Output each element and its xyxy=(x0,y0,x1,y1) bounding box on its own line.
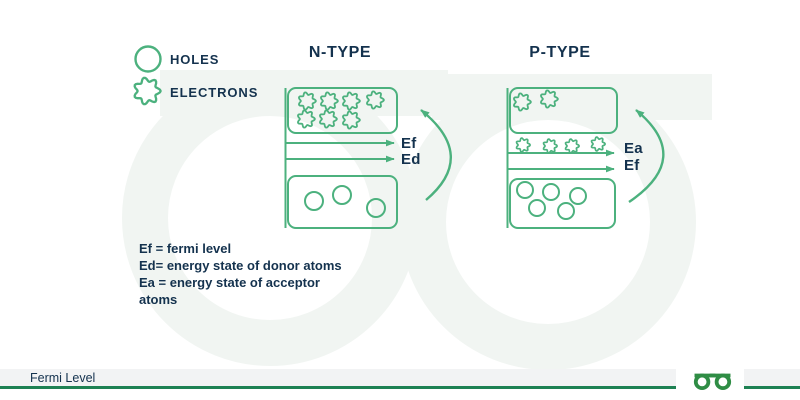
electron-icon xyxy=(342,91,361,111)
hole-icon xyxy=(569,187,587,205)
n-type-ef-label: Ef xyxy=(401,135,417,152)
n-type-diagram xyxy=(284,87,452,229)
hole-icon xyxy=(366,198,386,218)
p-type-title: P-TYPE xyxy=(529,44,591,61)
electron-icon xyxy=(297,109,316,129)
footer-logo-gap xyxy=(676,361,744,395)
p-type-ea-label: Ea xyxy=(624,140,643,157)
valence-band-box xyxy=(287,175,398,229)
footer-accent-line xyxy=(0,386,800,389)
fermi-shift-arrow xyxy=(628,109,665,203)
footer-band xyxy=(0,369,800,386)
n-type-ed-label: Ed xyxy=(401,151,421,168)
electron-icon xyxy=(366,90,385,110)
electron-icon xyxy=(564,138,581,154)
hole-icon xyxy=(304,191,324,211)
notes-block: Ef = fermi level Ed= energy state of don… xyxy=(139,240,347,308)
hole-icon xyxy=(516,181,534,199)
note-ea: Ea = energy state of acceptor atoms xyxy=(139,275,320,307)
hole-icon xyxy=(528,199,546,217)
electron-icon xyxy=(513,92,532,112)
electron-icon xyxy=(342,110,361,130)
geeksforgeeks-logo-icon xyxy=(693,373,732,391)
electron-icon xyxy=(542,138,559,154)
p-type-diagram xyxy=(506,87,665,229)
fermi-shift-arrow xyxy=(420,109,452,201)
p-type-ef-label: Ef xyxy=(624,157,640,174)
note-ef: Ef = fermi level xyxy=(139,241,232,256)
note-ed: Ed= energy state of donor atoms xyxy=(139,258,342,273)
hole-icon xyxy=(134,45,162,73)
electron-icon xyxy=(133,76,162,106)
n-type-title: N-TYPE xyxy=(308,44,372,61)
legend-label-electrons: ELECTRONS xyxy=(170,85,259,100)
footer-title: Fermi Level xyxy=(30,371,96,385)
conduction-band-box xyxy=(509,87,618,134)
electron-icon xyxy=(515,137,532,153)
watermark-logo xyxy=(122,70,712,370)
conduction-band-box xyxy=(287,87,398,134)
hole-icon xyxy=(557,202,575,220)
hole-icon xyxy=(332,185,352,205)
electron-icon xyxy=(590,136,607,152)
hole-icon xyxy=(542,183,560,201)
electron-icon xyxy=(540,89,559,109)
legend-label-holes: HOLES xyxy=(170,52,220,67)
electron-icon xyxy=(320,91,339,111)
valence-band-box xyxy=(509,178,616,229)
electron-icon xyxy=(319,109,338,129)
electron-icon xyxy=(298,91,317,111)
